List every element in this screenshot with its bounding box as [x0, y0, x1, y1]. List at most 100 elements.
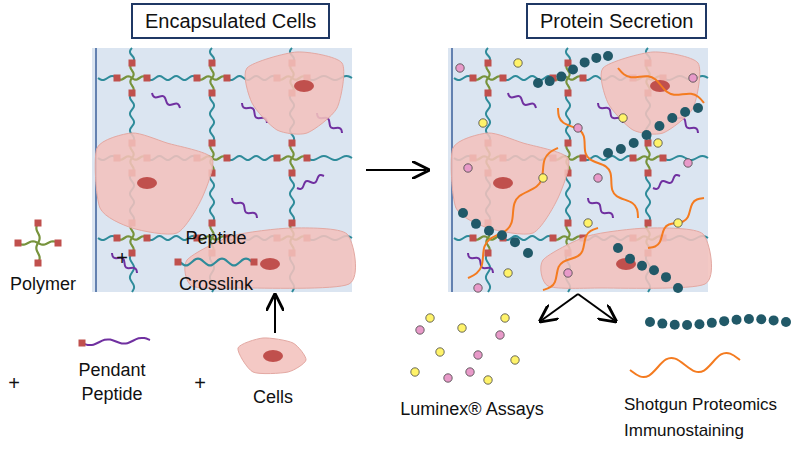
title-text: Encapsulated Cells — [145, 9, 316, 33]
ecm-fibre — [618, 68, 704, 103]
secreted-protein — [458, 324, 466, 332]
crosslink-end — [289, 140, 296, 147]
crosslink-end — [35, 220, 42, 227]
secreted-protein — [594, 174, 602, 182]
ecm-protein-bead — [642, 130, 652, 140]
ecm-fibre — [558, 108, 638, 218]
peptide-crosslink — [646, 173, 650, 223]
peptide-crosslink — [130, 253, 134, 292]
secreted-protein — [496, 331, 504, 339]
ecm-protein-bead — [649, 265, 659, 275]
crosslink-end — [209, 140, 216, 147]
peptide-crosslink — [210, 173, 214, 223]
crosslink-end — [194, 75, 201, 82]
flow-arrow — [542, 294, 578, 320]
ecm-protein-bead — [637, 261, 647, 271]
peptide-crosslink — [307, 156, 352, 160]
ecm-protein-bead — [556, 72, 566, 82]
crosslink-end — [485, 250, 492, 257]
part-label: Luminex® Assays — [382, 398, 562, 420]
secreted-protein — [654, 139, 662, 147]
plus-sign: + — [2, 371, 26, 395]
pendant-peptide — [508, 93, 536, 108]
secreted-protein — [619, 114, 627, 122]
peptide-crosslink — [566, 173, 570, 223]
pendant-peptide — [82, 338, 150, 345]
crosslink-end — [304, 155, 311, 162]
hydrogel-panel — [448, 48, 712, 293]
secreted-protein — [511, 356, 519, 364]
ecm-protein-bead — [497, 230, 507, 240]
peptide-crosslink — [486, 253, 490, 292]
crosslink-end — [645, 220, 652, 227]
crosslink-end — [129, 250, 136, 257]
crosslink-end — [660, 155, 667, 162]
crosslink-end — [470, 75, 477, 82]
secreted-protein — [436, 348, 444, 356]
secreted-protein — [464, 164, 472, 172]
secreted-protein — [474, 284, 482, 292]
crosslink-end — [580, 75, 587, 82]
crosslink-end — [129, 90, 136, 97]
cell — [245, 52, 344, 134]
secreted-protein — [466, 368, 474, 376]
secreted-protein — [411, 368, 419, 376]
ecm-protein-bead — [680, 107, 690, 117]
secreted-protein — [474, 351, 482, 359]
secreted-protein — [684, 159, 692, 167]
title-text: Protein Secretion — [540, 9, 693, 33]
ecm-fibre — [543, 228, 598, 290]
crosslink-end — [114, 235, 121, 242]
ecm-protein-bead — [603, 148, 613, 158]
peptide-crosslink — [210, 93, 214, 143]
ecm-protein-bead — [629, 138, 639, 148]
cell-nucleus — [294, 80, 314, 92]
ecm-protein-bead — [568, 65, 578, 75]
crosslink-end — [144, 235, 151, 242]
ecm-protein-bead — [523, 248, 533, 258]
assay-readouts — [411, 314, 791, 384]
hydrogel-panel — [92, 48, 356, 292]
crosslink-end — [645, 140, 652, 147]
ecm-protein-bead — [484, 226, 494, 236]
peptide-crosslink — [503, 236, 553, 240]
cell-nucleus — [493, 177, 513, 189]
ecm-protein-bead — [613, 243, 623, 253]
ecm-protein-bead — [732, 315, 742, 325]
arrows — [275, 170, 614, 333]
ecm-protein-bead — [533, 78, 543, 88]
cell-nucleus — [263, 350, 283, 362]
ecm-fibre — [468, 148, 558, 278]
cell-nucleus — [137, 177, 157, 189]
pendant-peptide — [588, 198, 613, 218]
ecm-protein-bead — [744, 314, 754, 324]
ecm-fibre — [648, 198, 704, 248]
pendant-peptide — [152, 93, 180, 108]
part-label: Peptide Crosslink — [166, 215, 266, 307]
peptide-crosslink — [180, 259, 252, 266]
ecm-protein-bead — [769, 315, 779, 325]
ecm-protein-bead — [661, 272, 671, 282]
secreted-protein — [456, 64, 464, 72]
secreted-protein — [514, 59, 522, 67]
crosslink-end — [129, 60, 136, 67]
crosslink-end — [55, 240, 62, 247]
ecm-protein-bead — [667, 113, 677, 123]
ecm-protein-bead — [616, 144, 626, 154]
crosslink-end — [645, 170, 652, 177]
ecm-protein-bead — [673, 283, 683, 293]
secreted-protein — [504, 269, 512, 277]
crosslink-end — [565, 90, 572, 97]
plus-sign: + — [185, 371, 215, 395]
ecm-protein-bead — [781, 317, 791, 327]
ecm-protein-bead — [756, 314, 766, 324]
secreted-protein — [484, 376, 492, 384]
pendant-peptide — [232, 198, 257, 218]
crosslink-end — [209, 90, 216, 97]
crosslink-end — [35, 260, 42, 267]
ecm-protein-bead — [670, 320, 680, 330]
secreted-protein — [479, 119, 487, 127]
secreted-protein — [574, 124, 582, 132]
ecm-protein-bead — [694, 319, 704, 329]
peptide-crosslink — [227, 156, 277, 160]
